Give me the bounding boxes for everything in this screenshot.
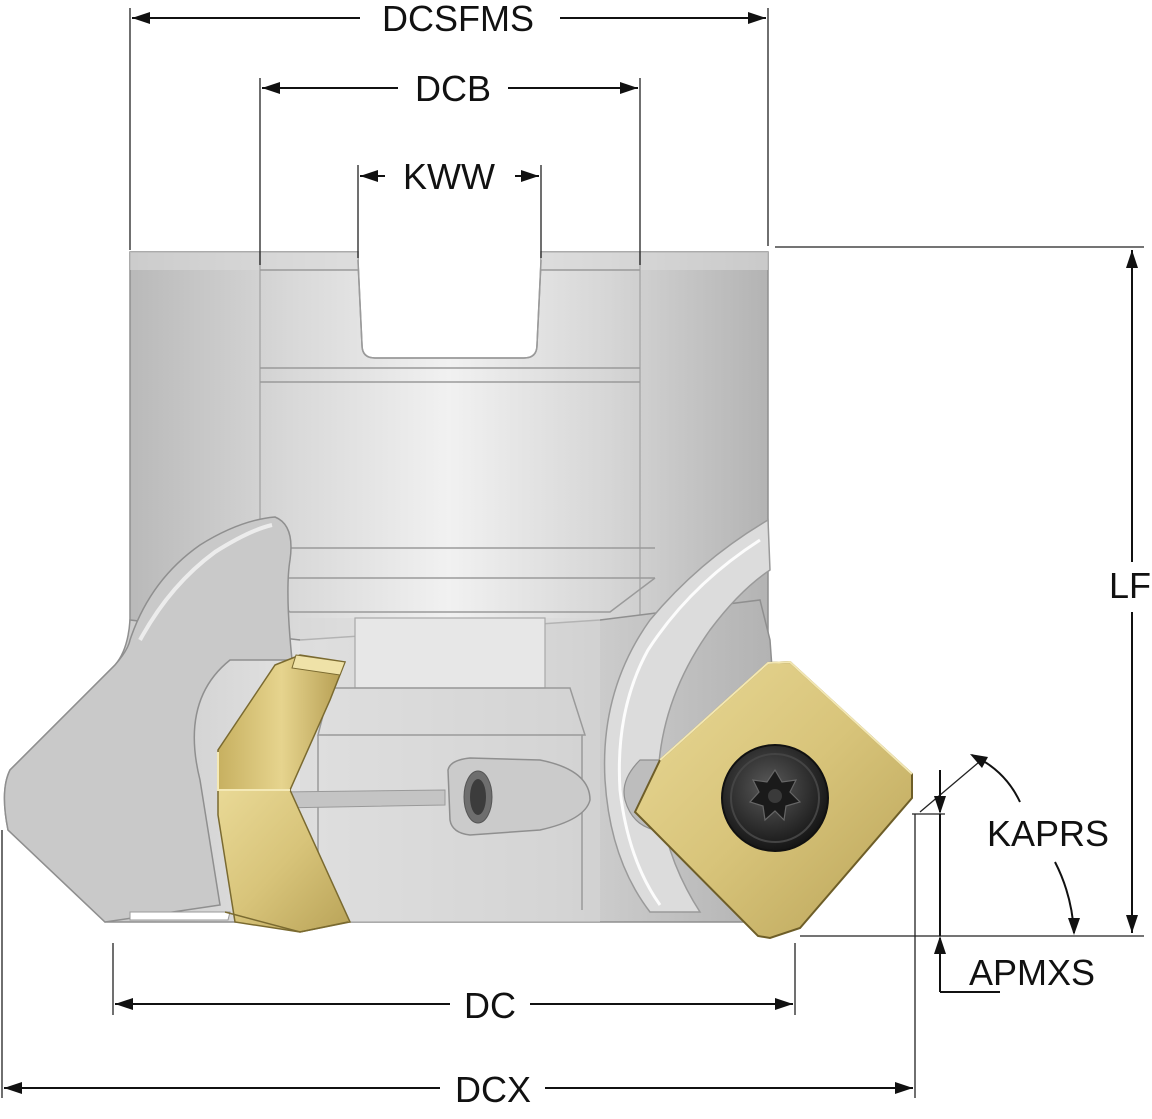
keyway-slot [357, 259, 542, 359]
apmxs-dimension: APMXS [934, 770, 1095, 993]
kaprs-dimension: KAPRS [970, 754, 1109, 935]
right-insert [623, 660, 913, 940]
kww-label: KWW [403, 156, 495, 197]
left-insert [217, 654, 352, 933]
dcb-dimension: DCB [262, 68, 638, 109]
top-chamfer [130, 252, 358, 270]
apmxs-label: APMXS [969, 952, 1095, 993]
dcsfms-dimension: DCSFMS [132, 0, 766, 39]
tool-body [3, 251, 791, 923]
dcsfms-label: DCSFMS [382, 0, 534, 39]
dcx-label: DCX [455, 1069, 531, 1110]
left-chip-pocket [3, 516, 293, 923]
kww-dimension: KWW [360, 156, 539, 197]
dcb-label: DCB [415, 68, 491, 109]
dcx-dimension: DCX [4, 1069, 913, 1110]
dc-label: DC [464, 985, 516, 1026]
coolant-channel [279, 789, 446, 809]
lf-dimension: LF [1109, 250, 1151, 933]
kaprs-label: KAPRS [987, 813, 1109, 854]
lf-label: LF [1109, 565, 1151, 606]
dc-dimension: DC [115, 985, 793, 1026]
